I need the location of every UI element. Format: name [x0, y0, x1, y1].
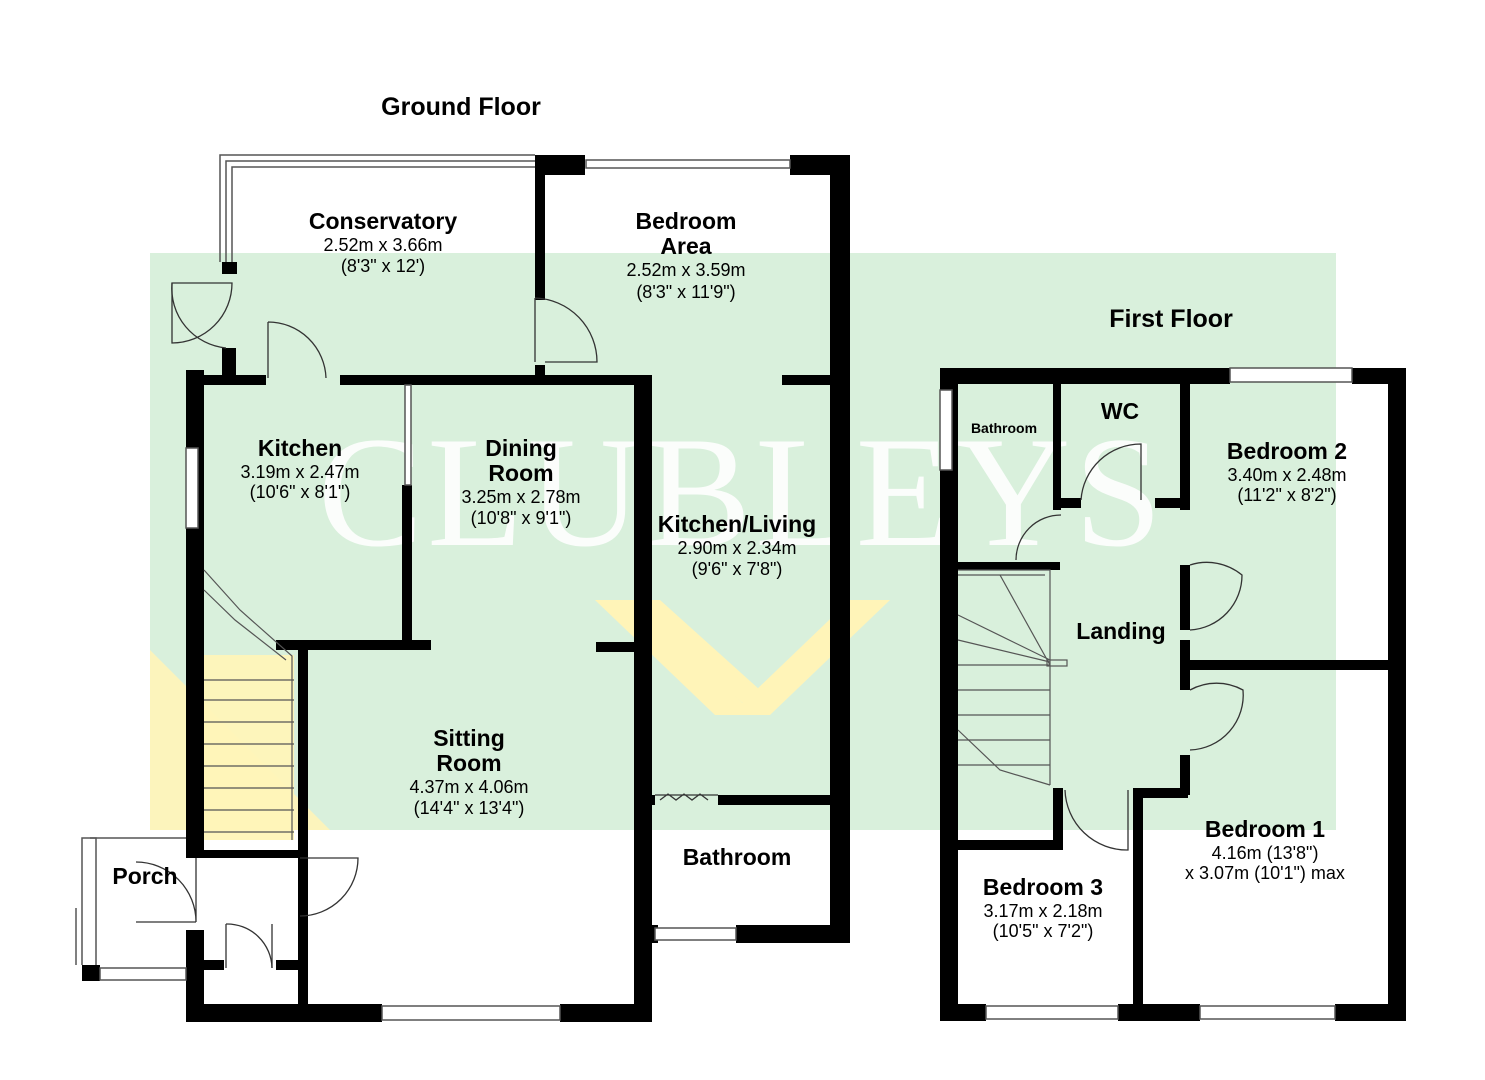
room-bedroom-2: Bedroom 2 3.40m x 2.48m (11'2" x 8'2") [1227, 438, 1347, 505]
room-wc: WC [1101, 398, 1139, 424]
room-imperial: (8'3" x 12') [341, 256, 425, 276]
room-imperial: (14'4" x 13'4") [414, 798, 525, 818]
room-name-line1: Dining [485, 435, 557, 461]
ground-floor-windows [75, 159, 791, 1021]
room-landing: Landing [1076, 618, 1165, 644]
room-imperial: (10'5" x 7'2") [993, 921, 1094, 941]
room-metric: 2.52m x 3.66m [323, 235, 442, 255]
room-imperial: x 3.07m (10'1") max [1185, 863, 1345, 883]
room-name-line2: Room [436, 750, 501, 776]
first-floor-windows [939, 367, 1353, 1020]
room-conservatory: Conservatory 2.52m x 3.66m (8'3" x 12') [309, 208, 457, 276]
room-metric: 3.25m x 2.78m [461, 487, 580, 507]
room-bathroom-small: Bathroom [971, 420, 1037, 436]
room-metric: 3.40m x 2.48m [1227, 465, 1346, 485]
room-metric: 3.17m x 2.18m [983, 901, 1102, 921]
room-imperial: (11'2" x 8'2") [1237, 485, 1336, 505]
room-metric: 2.52m x 3.59m [626, 260, 745, 280]
room-dining-room: Dining Room 3.25m x 2.78m (10'8" x 9'1") [461, 435, 580, 528]
room-sitting-room: Sitting Room 4.37m x 4.06m (14'4" x 13'4… [409, 725, 528, 818]
room-imperial: (8'3" x 11'9") [636, 282, 735, 302]
ground-floor-stairs [203, 569, 294, 840]
first-floor-doors [1015, 443, 1244, 851]
room-imperial: (10'8" x 9'1") [471, 508, 572, 528]
room-bedroom-area: Bedroom Area 2.52m x 3.59m (8'3" x 11'9"… [626, 208, 745, 302]
watermark: CLUBLEYS [150, 253, 1336, 830]
room-bedroom-3: Bedroom 3 3.17m x 2.18m (10'5" x 7'2") [983, 874, 1103, 941]
ground-floor-doors [135, 282, 718, 969]
room-name-line2: Area [660, 233, 711, 259]
room-name: Kitchen/Living [658, 511, 816, 537]
room-metric: 4.16m (13'8") [1212, 843, 1319, 863]
room-name-line1: Sitting [433, 725, 505, 751]
watermark-text: CLUBLEYS [318, 405, 1166, 580]
ground-floor-walls [82, 155, 850, 1022]
first-floor-stairs [957, 569, 1068, 786]
room-name: Kitchen [258, 435, 342, 461]
room-name: Bedroom 3 [983, 874, 1103, 900]
room-bedroom-1: Bedroom 1 4.16m (13'8") x 3.07m (10'1") … [1185, 816, 1345, 883]
watermark-panel [150, 253, 1336, 830]
room-metric: 4.37m x 4.06m [409, 777, 528, 797]
room-metric: 3.19m x 2.47m [240, 462, 359, 482]
first-floor-title: First Floor [1109, 305, 1233, 333]
room-porch: Porch [112, 863, 177, 889]
first-floor-labels: First Floor Bathroom WC Bedroom 2 3.40m … [971, 305, 1347, 941]
room-name: Bedroom 2 [1227, 438, 1347, 464]
ground-floor-labels: Ground Floor Conservatory 2.52m x 3.66m … [112, 93, 816, 889]
room-name: Conservatory [309, 208, 457, 234]
room-name-line1: Bedroom [636, 208, 737, 234]
room-imperial: (9'6" x 7'8") [692, 559, 783, 579]
room-name-line2: Room [488, 460, 553, 486]
room-kitchen: Kitchen 3.19m x 2.47m (10'6" x 8'1") [240, 435, 359, 502]
room-imperial: (10'6" x 8'1") [250, 482, 351, 502]
ground-floor-title: Ground Floor [381, 93, 541, 121]
room-name: Bedroom 1 [1205, 816, 1325, 842]
first-floor-walls [940, 368, 1406, 1021]
conservatory-glazing [219, 154, 535, 262]
room-metric: 2.90m x 2.34m [677, 538, 796, 558]
room-bathroom: Bathroom [683, 844, 792, 870]
room-kitchen-living: Kitchen/Living 2.90m x 2.34m (9'6" x 7'8… [658, 511, 816, 579]
